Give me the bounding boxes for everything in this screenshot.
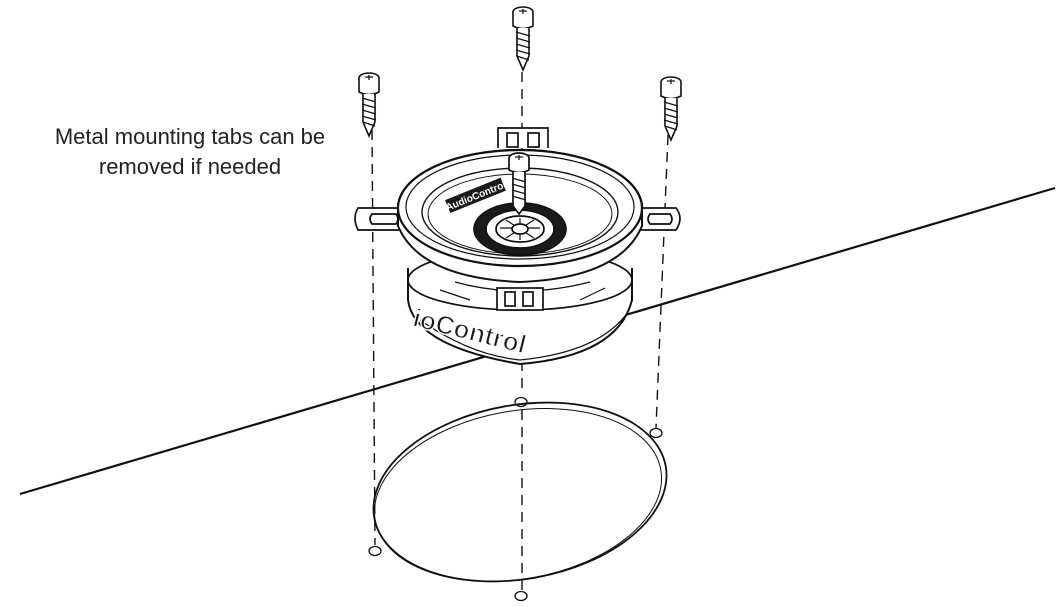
guide-left	[371, 129, 376, 546]
hole-left	[368, 545, 382, 557]
speaker-icon: AudioControl ioControl	[354, 127, 681, 366]
removable-tabs-note: Metal mounting tabs can be removed if ne…	[30, 122, 350, 182]
screw-icon-top	[512, 6, 534, 71]
guide-right	[655, 134, 669, 429]
mounting-hole-icon	[368, 396, 663, 602]
note-line-1: Metal mounting tabs can be	[54, 124, 326, 149]
speaker-cutout	[372, 401, 668, 583]
hole-bottom	[514, 590, 528, 602]
hole-right	[649, 427, 663, 439]
screw-icon-right	[660, 76, 682, 141]
note-line-2: removed if needed	[98, 154, 282, 179]
screw-icon-left	[358, 72, 380, 137]
hole-center	[514, 396, 528, 408]
